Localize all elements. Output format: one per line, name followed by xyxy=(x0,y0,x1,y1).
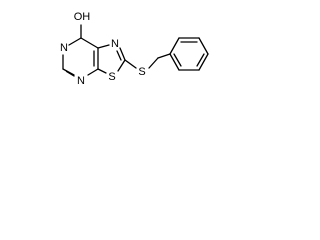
thiazole-nitrogen-label: N xyxy=(111,38,119,50)
thiazole-sulfur-label: S xyxy=(108,71,115,83)
bond-ph-4 xyxy=(198,53,209,71)
bond-c7a-n1 xyxy=(97,44,110,49)
bond-ph-4-double xyxy=(196,53,205,67)
bond-c7-c7a xyxy=(80,37,99,49)
bond-ph-6 xyxy=(169,53,180,71)
pyrimidine-nitrogen-bottom-label: N xyxy=(77,75,85,87)
bond-ph-3 xyxy=(198,37,209,55)
bond-ph-6-double xyxy=(173,53,182,67)
pyrimidine-nitrogen-top-label: N xyxy=(60,42,68,54)
bond-n1-c2-double xyxy=(116,50,122,61)
bond-s3-c3a xyxy=(97,68,107,74)
thioether-sulfur-label: S xyxy=(138,66,145,78)
bond-c2-s-thioether xyxy=(124,59,137,69)
bond-ph-1 xyxy=(169,37,180,55)
bond-c2-s3 xyxy=(117,59,126,72)
bond-ch2-phenyl xyxy=(157,53,171,59)
bond-c5-n4-double xyxy=(65,70,75,77)
bond-n4-c3a xyxy=(87,68,99,76)
bond-s-ch2 xyxy=(148,57,159,69)
hydroxyl-label: OH xyxy=(74,11,91,23)
molecule-structure: OH N N N S S xyxy=(60,11,209,87)
bond-c7-n6 xyxy=(68,37,82,46)
bond-n1-c2 xyxy=(119,47,126,61)
